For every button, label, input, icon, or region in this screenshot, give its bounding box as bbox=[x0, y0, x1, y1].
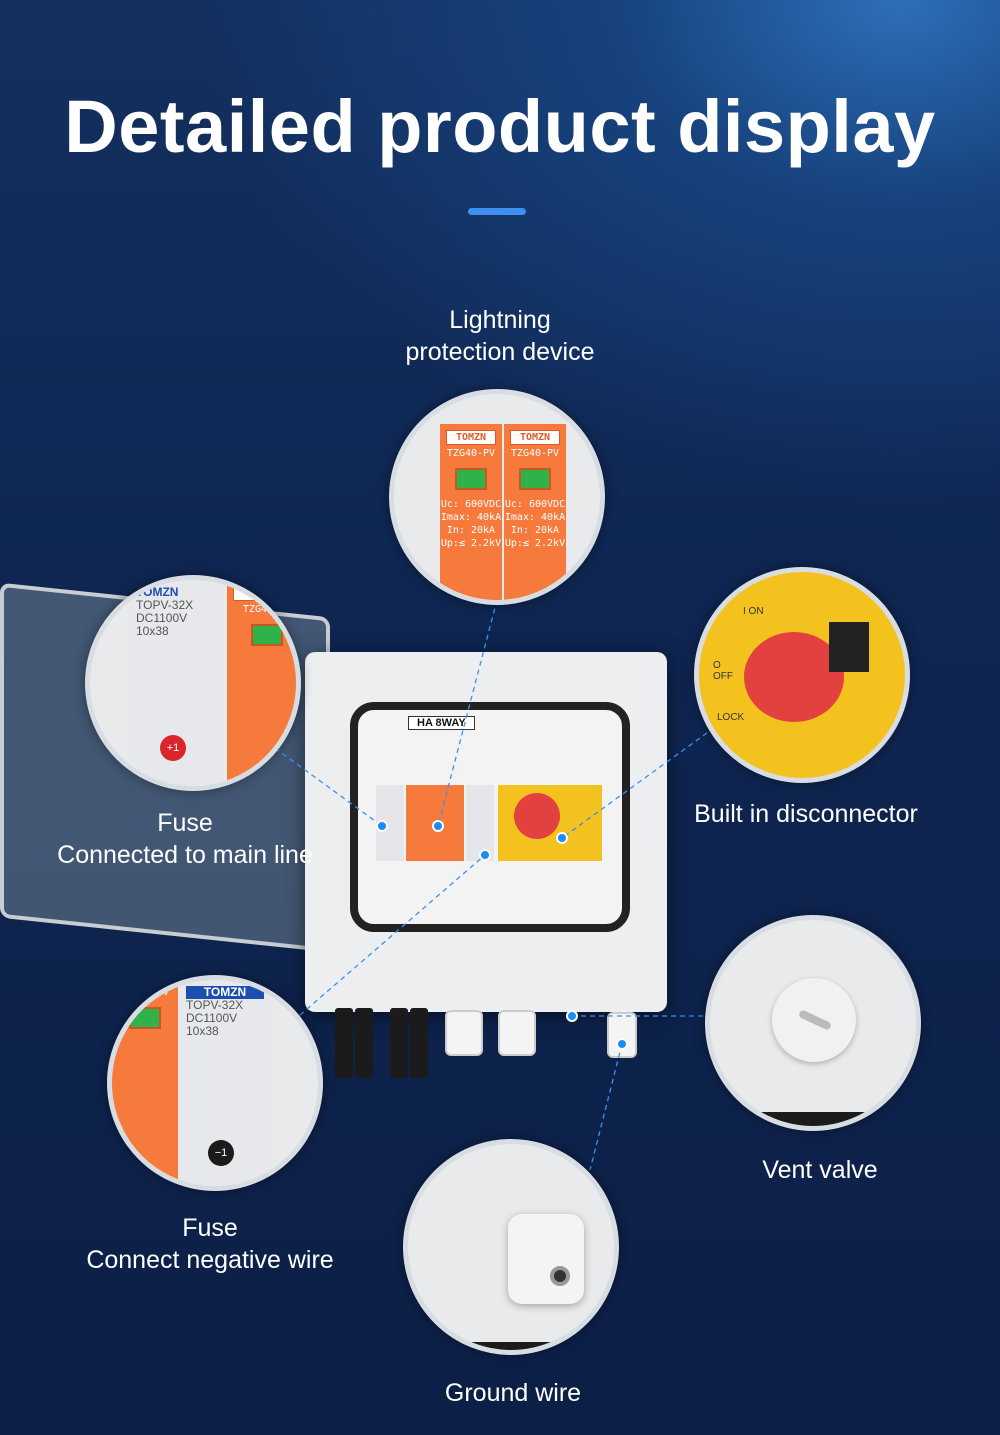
ground-wire-detail bbox=[403, 1139, 619, 1355]
mc4-connector bbox=[410, 1008, 428, 1078]
vent-valve-detail bbox=[705, 915, 921, 1131]
disconnector-label: Built in disconnector bbox=[694, 800, 918, 828]
box-label: HA 8WAY bbox=[408, 716, 475, 730]
fuse-module bbox=[466, 785, 494, 861]
callout-dot bbox=[556, 832, 568, 844]
disconnector-module bbox=[498, 785, 602, 861]
callout-dot bbox=[432, 820, 444, 832]
mc4-connector bbox=[335, 1008, 353, 1078]
ground-gland bbox=[607, 1012, 637, 1058]
title-accent-bar bbox=[468, 208, 526, 215]
switch-off-marking: O OFF bbox=[713, 660, 733, 682]
callout-dot bbox=[566, 1010, 578, 1022]
mc4-connector bbox=[390, 1008, 408, 1078]
cable-gland bbox=[445, 1010, 483, 1056]
callout-dot bbox=[616, 1038, 628, 1050]
page-title: Detailed product display bbox=[64, 85, 936, 168]
disconnector-detail: I ON O OFF LOCK bbox=[694, 567, 910, 783]
enclosure-gasket: HA 8WAY bbox=[350, 702, 630, 932]
mc4-connector bbox=[355, 1008, 373, 1078]
cable-gland bbox=[498, 1010, 536, 1056]
callout-dot bbox=[376, 820, 388, 832]
switch-lock-marking: LOCK bbox=[717, 712, 745, 723]
switch-on-marking: I ON bbox=[743, 606, 764, 617]
vent-valve-label: Vent valve bbox=[762, 1156, 878, 1184]
ground-wire-label: Ground wire bbox=[444, 1379, 582, 1407]
callout-dot bbox=[479, 849, 491, 861]
